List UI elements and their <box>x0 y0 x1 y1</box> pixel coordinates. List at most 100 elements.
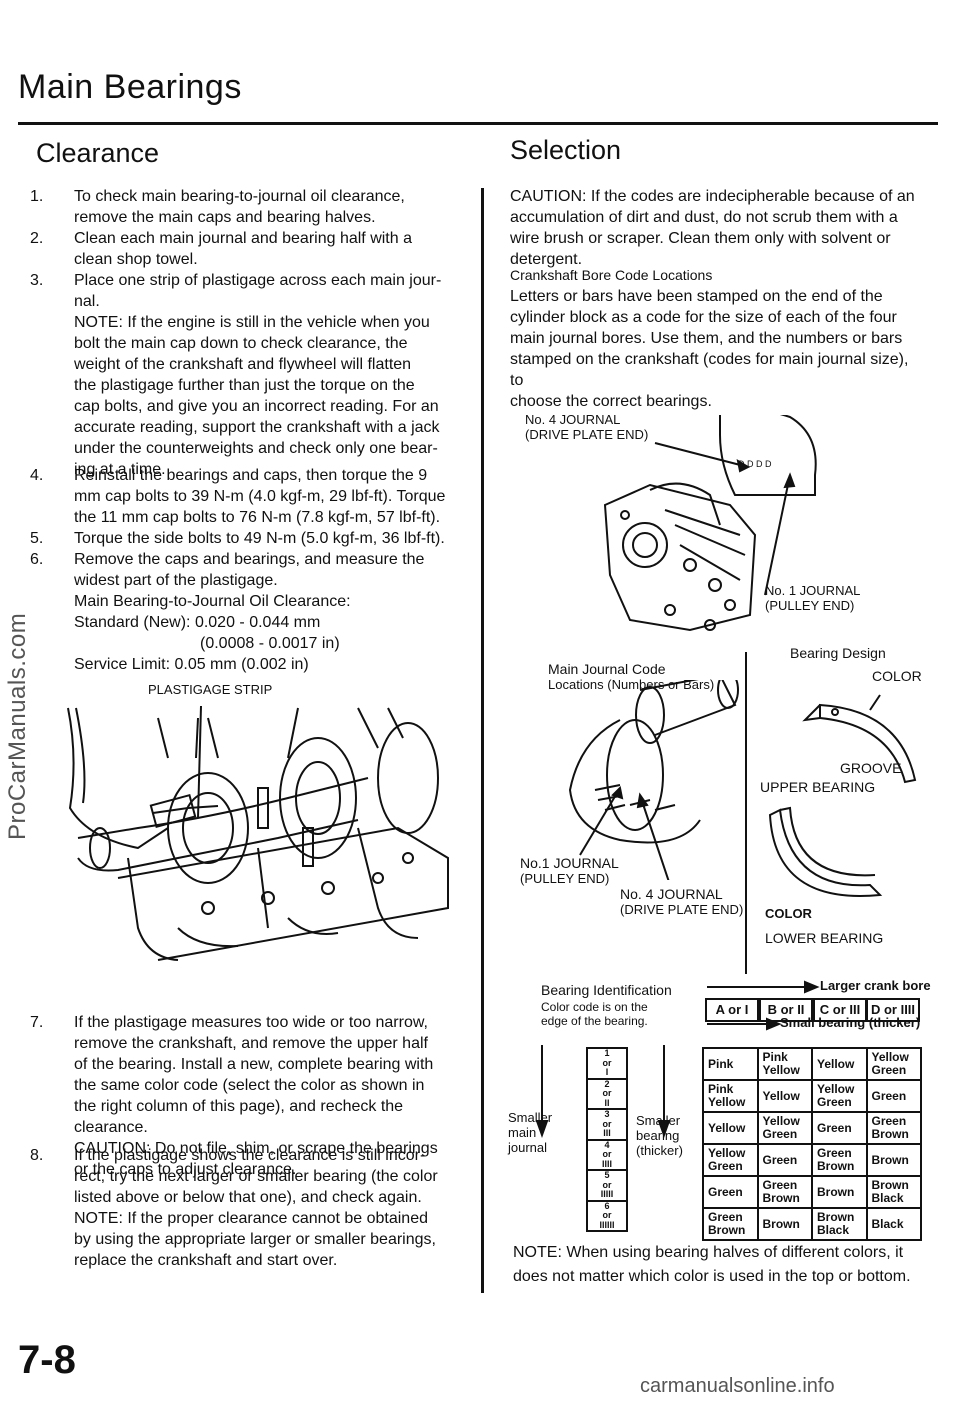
journal-code-part: 6 <box>604 1200 610 1211</box>
table-cell: Brown Black <box>865 1175 922 1209</box>
clearance-step: 3. Place one strip of plastigage across e… <box>30 270 455 480</box>
table-cell: Green <box>865 1079 922 1113</box>
journal-code-part: or <box>602 1057 612 1068</box>
selection-caution: CAUTION: If the codes are indecipherable… <box>510 186 920 270</box>
page-title: Main Bearings <box>18 68 242 106</box>
bore-code-header: C or III <box>813 998 867 1022</box>
smaller-bearing-line2: bearing <box>636 1128 680 1143</box>
fig1-no4-line2: (DRIVE PLATE END) <box>525 427 649 442</box>
bearing-ident-sub-line1: Color code is on the <box>541 1000 648 1014</box>
column-divider <box>481 188 484 1293</box>
small-bearing-label: Small bearing (thicker) <box>780 1015 921 1030</box>
step-number: 6. <box>30 551 44 568</box>
side-watermark: ProCarManuals.com <box>4 612 31 840</box>
step-number: 5. <box>30 530 44 547</box>
smaller-main-line1: Smaller <box>508 1110 553 1125</box>
text-line: stamped on the crankshaft (codes for mai… <box>510 351 909 389</box>
clearance-step: 1.To check main bearing-to-journal oil c… <box>30 186 455 228</box>
step-line: Clean each main journal and bearing half… <box>74 230 412 247</box>
step-line: clean shop towel. <box>74 251 198 268</box>
fig1-no1-label: No. 1 JOURNAL (PULLEY END) <box>765 583 860 613</box>
step-line: NOTE: If the proper clearance cannot be … <box>74 1210 428 1227</box>
journal-code-part: IIIIII <box>599 1219 615 1230</box>
step-line: rect, try the next larger or smaller bea… <box>74 1168 438 1185</box>
table-cell: Brown Black <box>811 1207 868 1241</box>
step-number: 8. <box>30 1147 44 1164</box>
step-text: Remove the caps and bearings, and measur… <box>74 549 455 675</box>
journal-code-part: or <box>602 1210 612 1220</box>
text-line: accumulation of dirt and dust, do not sc… <box>510 209 898 226</box>
text-line: CAUTION: If the codes are indecipherable… <box>510 188 915 205</box>
text-line: main journal bores. Use them, and the nu… <box>510 330 903 347</box>
crankshaft-end-figure <box>568 680 739 880</box>
smaller-main-journal-label: Smaller main journal <box>508 1110 552 1155</box>
clearance-step: 4.Reinstall the bearings and caps, then … <box>30 465 455 528</box>
journal-code-part: 3 <box>604 1109 610 1119</box>
step-line: of the bearing. Install a new, complete … <box>74 1056 434 1073</box>
journal-code-part: or <box>602 1179 612 1190</box>
bore-code-header: A or I <box>705 998 759 1022</box>
step-line: (0.0008 - 0.0017 in) <box>200 635 340 652</box>
smaller-main-line3: journal <box>508 1140 548 1155</box>
step-line: bolt the main cap down to check clearanc… <box>74 335 408 352</box>
step-line: CAUTION: Do not file, shim, or scrape th… <box>74 1140 438 1157</box>
bore-code-paragraph: Letters or bars have been stamped on the… <box>510 286 920 412</box>
table-cell: Brown <box>756 1207 813 1241</box>
fig1-no1-line1: No. 1 JOURNAL <box>765 583 861 598</box>
step-line: NOTE: If the engine is still in the vehi… <box>74 314 430 331</box>
engine-block-figure: D D D D <box>603 415 817 632</box>
step-text: If the plastigage shows the clearance is… <box>74 1145 455 1271</box>
journal-code-part: IIIII <box>600 1189 614 1199</box>
step-line: the same color code (select the color as… <box>74 1077 425 1094</box>
journal-code-part: or <box>602 1088 612 1098</box>
bearing-ident-title: Bearing Identification <box>541 982 672 998</box>
step-text: Torque the side bolts to 49 N-m (5.0 kgf… <box>74 528 455 549</box>
main-journal-code-line1: Main Journal Code <box>548 661 666 677</box>
step-text: To check main bearing-to-journal oil cle… <box>74 186 455 228</box>
step-line: the 11 mm cap bolts to 76 N-m (7.8 kgf-m… <box>74 509 441 526</box>
bearing-design-label: Bearing Design <box>790 645 886 661</box>
plastigage-figure <box>67 705 449 961</box>
journal-code-part: 4 <box>604 1139 610 1150</box>
table-cell: Pink Yellow <box>756 1047 813 1081</box>
step-line: by using the appropriate larger or small… <box>74 1231 436 1248</box>
step-line: ing at a time. <box>74 461 166 478</box>
step-line: clearance. <box>74 1119 148 1136</box>
color-note-line1: NOTE: When using bearing halves of diffe… <box>513 1244 904 1261</box>
upper-color-label: COLOR <box>872 668 922 684</box>
step-line: or the caps to adjust clearance. <box>74 1161 297 1178</box>
step-line: Standard (New): 0.020 - 0.044 mm <box>74 614 321 631</box>
bore-code-header: D or IIII <box>866 998 920 1022</box>
table-cell: Yellow Green <box>702 1143 759 1177</box>
table-cell: Brown <box>811 1175 868 1209</box>
fig2-no4-line1: No. 4 JOURNAL <box>620 886 723 902</box>
selection-heading: Selection <box>510 135 622 165</box>
step-line: If the plastigage measures too wide or t… <box>74 1014 428 1031</box>
bearing-shells-figure <box>768 694 917 897</box>
step-number: 7. <box>30 1014 44 1031</box>
step-line: Torque the side bolts to 49 N-m (5.0 kgf… <box>74 530 445 547</box>
step-text: Place one strip of plastigage across eac… <box>74 270 455 480</box>
step-line: accurate reading, support the crankshaft… <box>74 419 440 436</box>
step-line: widest part of the plastigage. <box>74 572 278 589</box>
step-number: 3. <box>30 272 44 289</box>
journal-code-part: or <box>602 1149 612 1159</box>
step-number: 2. <box>30 230 44 247</box>
step-line: replace the crankshaft and start over. <box>74 1252 338 1269</box>
size-arrows <box>535 1045 671 1138</box>
main-journal-code-line2: Locations (Numbers or Bars) <box>548 677 715 692</box>
journal-code-part: 5 <box>604 1170 610 1180</box>
step-line: under the counterweights and check only … <box>74 440 438 457</box>
title-rule <box>18 122 938 125</box>
table-cell: Yellow Green <box>811 1079 868 1113</box>
page-number: 7-8 <box>18 1338 76 1382</box>
text-line: Letters or bars have been stamped on the… <box>510 288 883 305</box>
